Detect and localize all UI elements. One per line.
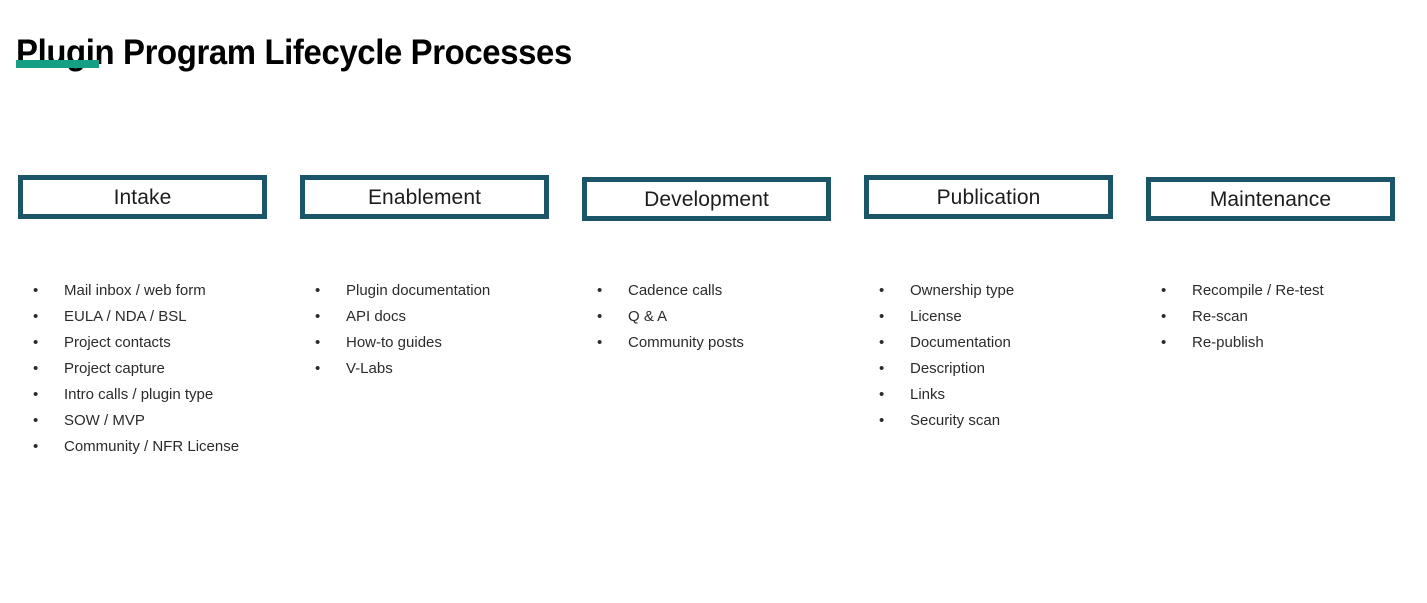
bullet-icon: •	[1161, 334, 1167, 351]
phase-item-list-publication: • Ownership type • License • Documentation • De…	[878, 278, 1178, 434]
list-item: • Documentation	[878, 330, 1178, 356]
phase-header-label: Publication	[936, 185, 1041, 209]
phase-column-publication: Publication • Ownership type • License • Docum…	[864, 175, 1113, 429]
list-item: • Community / NFR License	[32, 434, 332, 460]
list-item: • License	[878, 304, 1178, 330]
bullet-icon: •	[315, 360, 321, 377]
phase-header-intake[interactable]: Intake	[18, 175, 267, 219]
bullet-icon: •	[597, 334, 603, 351]
list-item-label: Project contacts	[64, 334, 171, 351]
phase-item-list-maintenance: • Recompile / Re-test • Re-scan • Re-publish	[1160, 278, 1427, 356]
list-item-label: Recompile / Re-test	[1192, 282, 1324, 299]
list-item-label: Mail inbox / web form	[64, 282, 206, 299]
list-item: • Re-publish	[1160, 330, 1427, 356]
bullet-icon: •	[33, 412, 39, 429]
bullet-icon: •	[315, 308, 321, 325]
list-item-label: License	[910, 308, 962, 325]
bullet-icon: •	[315, 282, 321, 299]
bullet-icon: •	[33, 282, 39, 299]
phase-column-maintenance: Maintenance • Recompile / Re-test • Re-scan •…	[1146, 177, 1395, 351]
list-item-label: Intro calls / plugin type	[64, 386, 214, 403]
list-item: • Description	[878, 356, 1178, 382]
list-item: • Cadence calls	[596, 278, 896, 304]
phase-item-list-enablement: • Plugin documentation • API docs • How-to gu…	[314, 278, 614, 382]
list-item-label: SOW / MVP	[64, 412, 145, 429]
list-item-label: Re-scan	[1192, 308, 1248, 325]
list-item-label: How-to guides	[346, 334, 442, 351]
phase-header-maintenance[interactable]: Maintenance	[1146, 177, 1395, 221]
phase-header-label: Intake	[113, 185, 172, 209]
list-item: • Mail inbox / web form	[32, 278, 332, 304]
list-item: • Links	[878, 382, 1178, 408]
list-item: • Plugin documentation	[314, 278, 614, 304]
bullet-icon: •	[879, 412, 885, 429]
bullet-icon: •	[33, 386, 39, 403]
list-item: • Project contacts	[32, 330, 332, 356]
list-item-label: Cadence calls	[628, 282, 723, 299]
list-item: • Project capture	[32, 356, 332, 382]
list-item: • Recompile / Re-test	[1160, 278, 1427, 304]
phase-header-label: Maintenance	[1209, 187, 1332, 211]
list-item-label: API docs	[346, 308, 407, 325]
phase-header-label: Development	[644, 187, 769, 211]
list-item: • Security scan	[878, 408, 1178, 434]
bullet-icon: •	[879, 308, 885, 325]
list-item: • Intro calls / plugin type	[32, 382, 332, 408]
phase-column-intake: Intake • Mail inbox / web form • EULA / NDA …	[18, 175, 267, 455]
bullet-icon: •	[1161, 308, 1167, 325]
list-item-label: Re-publish	[1192, 334, 1264, 351]
phase-header-label: Enablement	[367, 185, 482, 209]
list-item: • SOW / MVP	[32, 408, 332, 434]
list-item-label: Ownership type	[910, 282, 1015, 299]
phase-column-enablement: Enablement • Plugin documentation • API docs…	[300, 175, 549, 377]
bullet-icon: •	[1161, 282, 1167, 299]
list-item-label: Community / NFR License	[64, 438, 240, 455]
list-item-label: Links	[910, 386, 946, 403]
bullet-icon: •	[879, 386, 885, 403]
phase-header-enablement[interactable]: Enablement	[300, 175, 549, 219]
list-item-label: Plugin documentation	[346, 282, 491, 299]
phase-column-development: Development • Cadence calls • Q & A • Communit…	[582, 177, 831, 351]
list-item-label: Documentation	[910, 334, 1011, 351]
bullet-icon: •	[879, 282, 885, 299]
list-item: • API docs	[314, 304, 614, 330]
list-item-label: V-Labs	[346, 360, 393, 377]
bullet-icon: •	[33, 360, 39, 377]
list-item-label: Community posts	[628, 334, 744, 351]
list-item: • Community posts	[596, 330, 896, 356]
list-item-label: Project capture	[64, 360, 165, 377]
title-accent-rule	[16, 60, 99, 68]
bullet-icon: •	[33, 308, 39, 325]
list-item: • How-to guides	[314, 330, 614, 356]
list-item: • V-Labs	[314, 356, 614, 382]
bullet-icon: •	[315, 334, 321, 351]
list-item-label: EULA / NDA / BSL	[64, 308, 187, 325]
list-item-label: Security scan	[910, 412, 1001, 429]
bullet-icon: •	[597, 282, 603, 299]
bullet-icon: •	[879, 360, 885, 377]
bullet-icon: •	[597, 308, 603, 325]
list-item: • Ownership type	[878, 278, 1178, 304]
phase-header-development[interactable]: Development	[582, 177, 831, 221]
phase-item-list-development: • Cadence calls • Q & A • Community posts	[596, 278, 896, 356]
list-item-label: Description	[910, 360, 986, 377]
bullet-icon: •	[33, 438, 39, 455]
list-item: • Re-scan	[1160, 304, 1427, 330]
phase-header-publication[interactable]: Publication	[864, 175, 1113, 219]
bullet-icon: •	[33, 334, 39, 351]
page-title: Plugin Program Lifecycle Processes	[16, 33, 572, 73]
list-item: • Q & A	[596, 304, 896, 330]
phase-item-list-intake: •Mail inbox / web form•EULA / NDA / BSL•…	[32, 278, 332, 460]
list-item: • EULA / NDA / BSL	[32, 304, 332, 330]
list-item-label: Q & A	[628, 308, 668, 325]
bullet-icon: •	[879, 334, 885, 351]
